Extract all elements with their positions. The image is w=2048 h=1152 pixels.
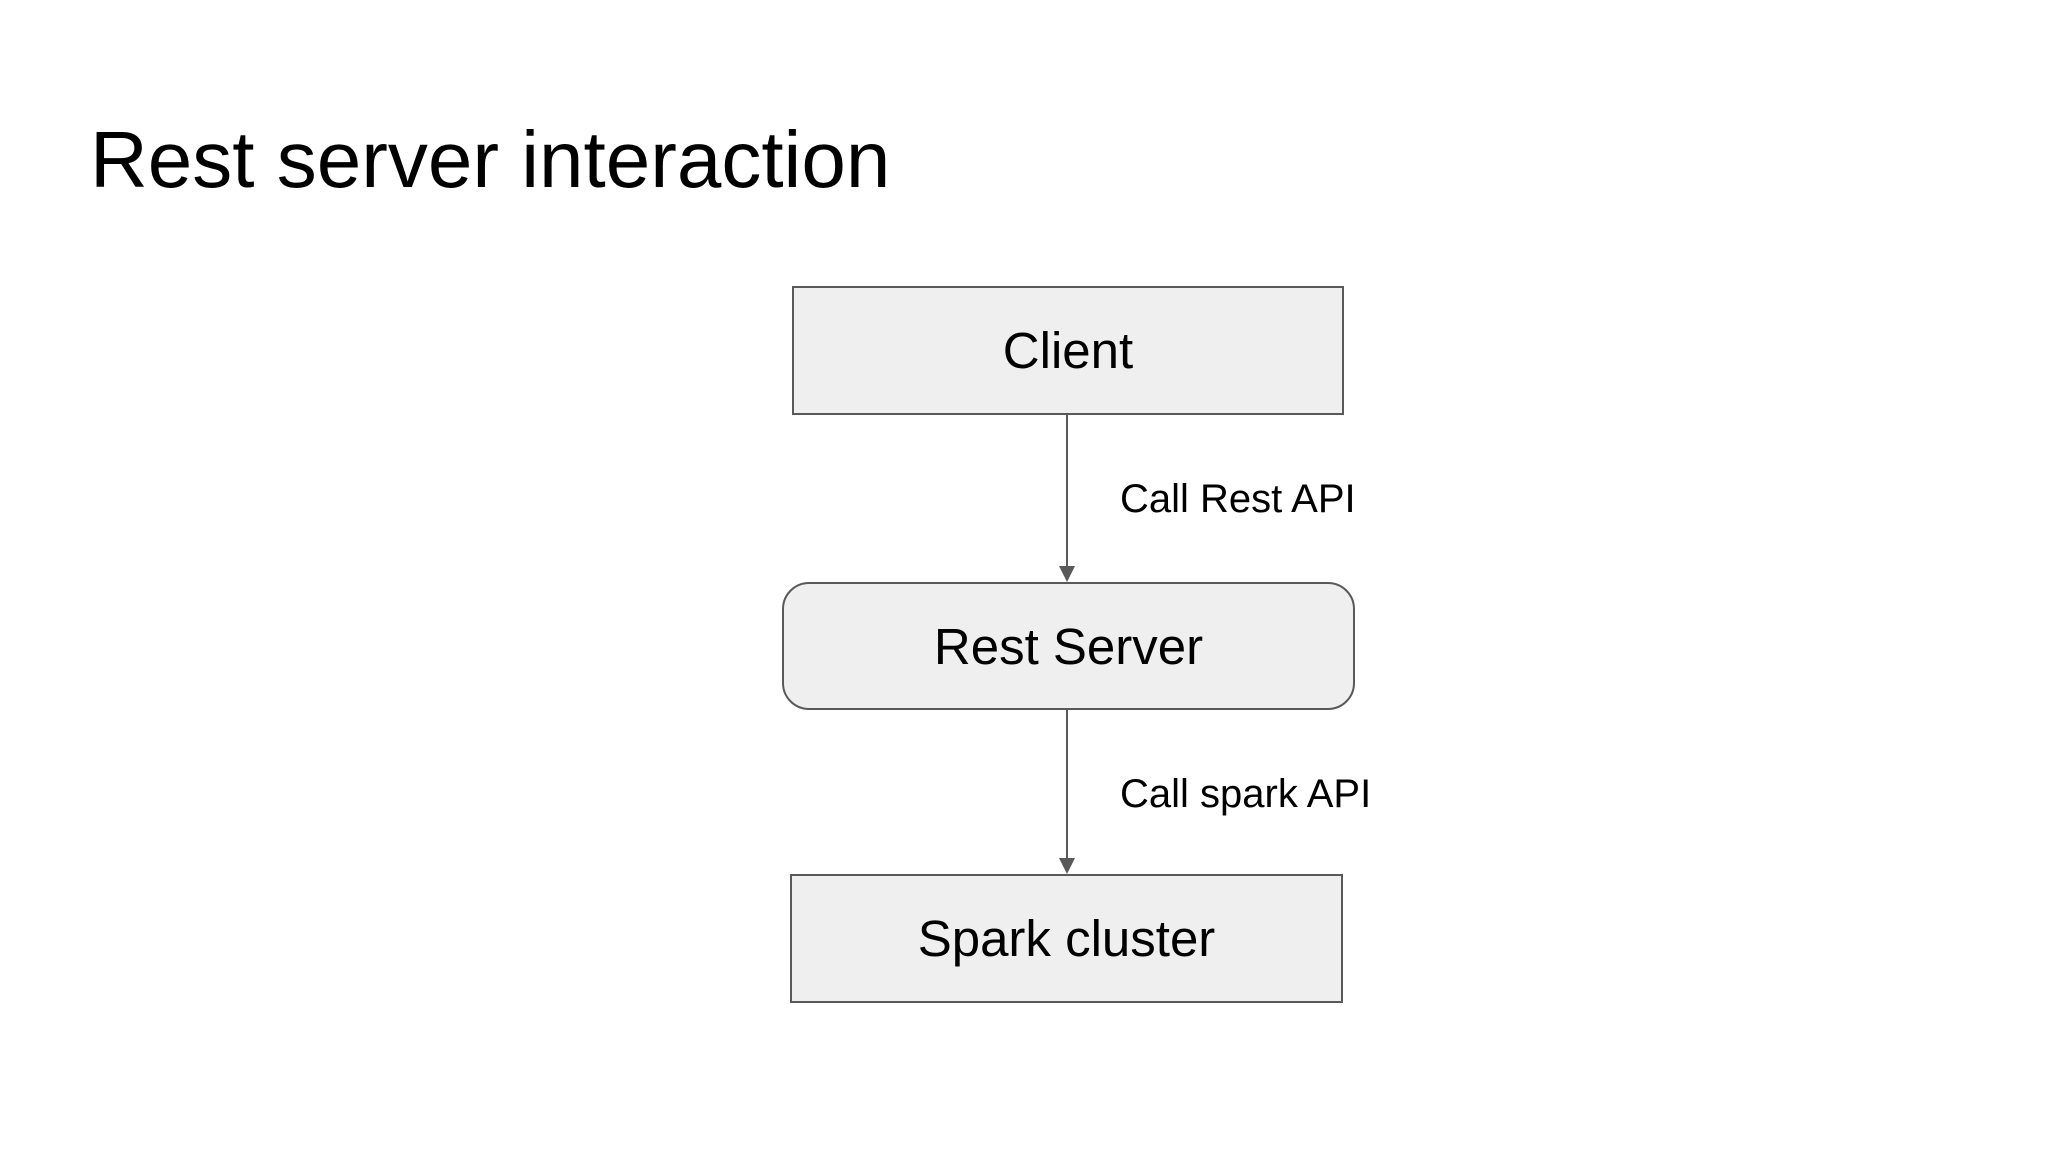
node-client: Client (792, 286, 1344, 415)
edge-rest-to-spark-label: Call spark API (1120, 772, 1372, 816)
edge-client-to-rest-arrowhead-icon (1059, 566, 1075, 582)
edge-client-to-rest-label: Call Rest API (1120, 477, 1356, 521)
node-rest-server-label: Rest Server (933, 617, 1204, 675)
node-spark-cluster: Spark cluster (790, 874, 1343, 1003)
edge-rest-to-spark-line (1066, 710, 1068, 860)
node-client-label: Client (1002, 322, 1134, 379)
node-rest-server: Rest Server (782, 582, 1355, 710)
edge-rest-to-spark-arrowhead-icon (1059, 858, 1075, 874)
node-spark-cluster-label: Spark cluster (917, 910, 1216, 967)
slide-title: Rest server interaction (90, 115, 891, 204)
edge-client-to-rest-line (1066, 415, 1068, 568)
